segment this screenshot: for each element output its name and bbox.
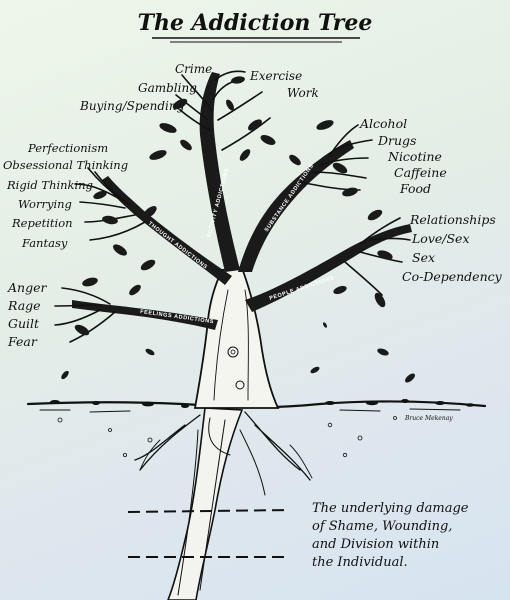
label-fear: Fear (7, 334, 38, 349)
branch-label-substance: SUBSTANCE ADDICTIONS (264, 163, 316, 233)
label-love-sex: Love/Sex (411, 231, 470, 246)
label-caffeine: Caffeine (394, 165, 447, 180)
label-gambling: Gambling (138, 81, 197, 95)
diagram-title: The Addiction Tree (138, 10, 373, 36)
label-alcohol: Alcohol (359, 116, 407, 131)
label-anger: Anger (7, 280, 47, 295)
tree-trunk (193, 267, 280, 409)
label-perfectionism: Perfectionism (27, 141, 108, 155)
label-work: Work (287, 86, 319, 100)
label-crime: Crime (175, 62, 212, 76)
label-guilt: Guilt (8, 316, 40, 331)
dashed-lines (127, 509, 291, 558)
label-obsessional-thinking: Obsessional Thinking (3, 158, 128, 172)
caption-line-4: the Individual. (312, 555, 408, 570)
label-drugs: Drugs (377, 133, 416, 148)
label-exercise: Exercise (249, 69, 302, 83)
label-rigid-thinking: Rigid Thinking (6, 178, 93, 192)
label-repetition: Repetition (11, 216, 73, 230)
label-relationships: Relationships (409, 212, 496, 227)
caption-line-1: The underlying damage (312, 501, 469, 516)
artist-signature: Bruce Mekenay (404, 415, 453, 422)
label-fantasy: Fantasy (21, 236, 68, 250)
label-sex: Sex (412, 250, 435, 265)
roots (134, 407, 313, 600)
caption-line-3: and Division within (312, 537, 439, 552)
caption-line-2: of Shame, Wounding, (312, 519, 452, 534)
branch-label-thought: THOUGHT ADDICTIONS (147, 221, 209, 271)
label-buying-spending: Buying/Spending (79, 99, 185, 113)
leaves (61, 76, 415, 383)
label-co-dependency: Co-Dependency (402, 269, 503, 284)
label-worrying: Worrying (18, 197, 72, 211)
label-rage: Rage (7, 298, 41, 313)
label-nicotine: Nicotine (387, 149, 442, 164)
label-food: Food (399, 181, 431, 196)
